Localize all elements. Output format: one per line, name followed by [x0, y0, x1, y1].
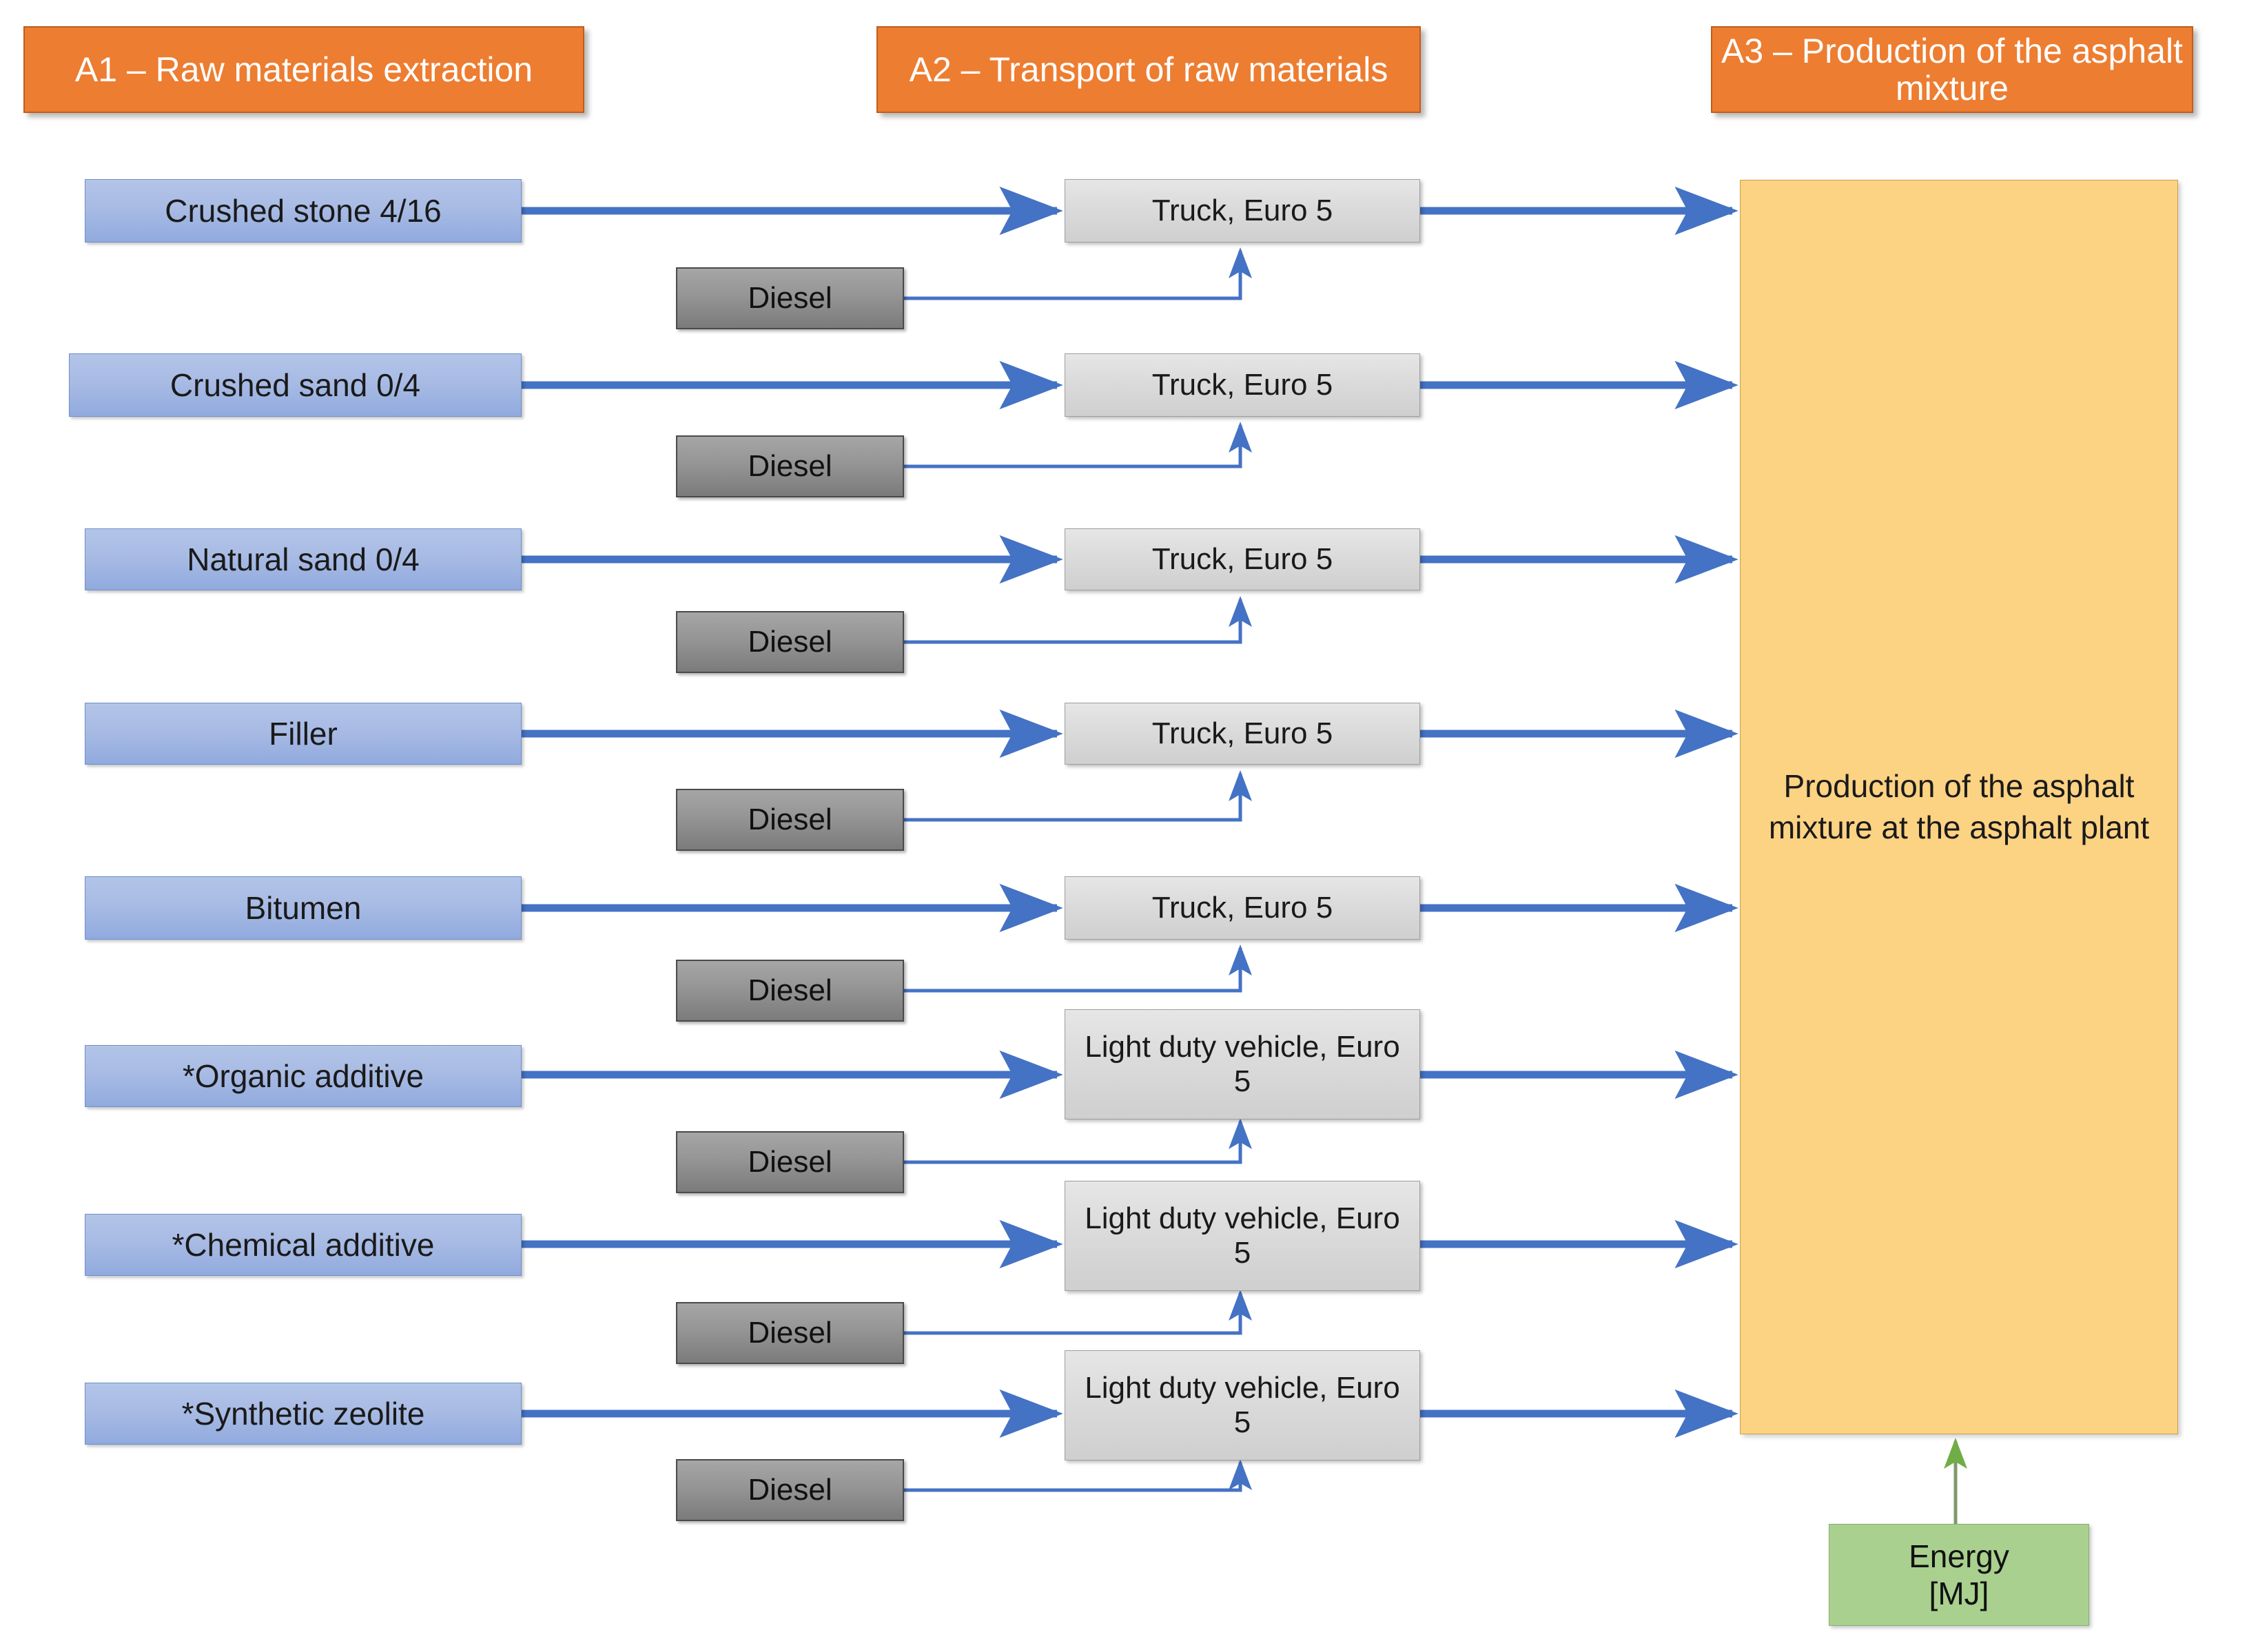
fuel-box[interactable]: Diesel: [676, 611, 904, 673]
material-box[interactable]: Bitumen: [85, 876, 522, 940]
fuel-label: Diesel: [748, 624, 832, 659]
stage-header-a1: A1 – Raw materials extraction: [23, 26, 584, 113]
fuel-label: Diesel: [748, 280, 832, 315]
fuel-box[interactable]: Diesel: [676, 1459, 904, 1521]
material-box[interactable]: Crushed stone 4/16: [85, 179, 522, 242]
vehicle-label: Truck, Euro 5: [1151, 890, 1333, 925]
vehicle-label: Light duty vehicle, Euro 5: [1085, 1201, 1400, 1270]
fuel-box[interactable]: Diesel: [676, 960, 904, 1022]
material-label: *Synthetic zeolite: [181, 1395, 425, 1432]
fuel-label: Diesel: [748, 802, 832, 836]
material-label: Crushed sand 0/4: [170, 366, 421, 403]
stage-header-a2-label: A2 – Transport of raw materials: [909, 50, 1388, 89]
fuel-label: Diesel: [748, 1315, 832, 1350]
fuel-label: Diesel: [748, 973, 832, 1007]
material-box[interactable]: *Synthetic zeolite: [85, 1383, 522, 1445]
material-box[interactable]: Filler: [85, 703, 522, 765]
energy-label-line2: [MJ]: [1929, 1576, 1989, 1611]
vehicle-box[interactable]: Truck, Euro 5: [1065, 876, 1420, 940]
material-box[interactable]: Natural sand 0/4: [85, 528, 522, 590]
production-label: Production of the asphalt mixture at the…: [1768, 767, 2150, 845]
material-label: *Chemical additive: [172, 1226, 435, 1263]
vehicle-box[interactable]: Light duty vehicle, Euro 5: [1065, 1181, 1420, 1291]
material-label: Filler: [269, 715, 338, 752]
fuel-box[interactable]: Diesel: [676, 1131, 904, 1193]
vehicle-label: Truck, Euro 5: [1151, 541, 1333, 576]
vehicle-box[interactable]: Truck, Euro 5: [1065, 353, 1420, 417]
energy-box[interactable]: Energy [MJ]: [1829, 1524, 2089, 1626]
fuel-box[interactable]: Diesel: [676, 789, 904, 851]
vehicle-box[interactable]: Light duty vehicle, Euro 5: [1065, 1350, 1420, 1460]
vehicle-label: Truck, Euro 5: [1151, 716, 1333, 750]
stage-header-a3-label: A3 – Production of the asphalt mixture: [1721, 32, 2183, 107]
vehicle-box[interactable]: Truck, Euro 5: [1065, 179, 1420, 242]
stage-header-a1-label: A1 – Raw materials extraction: [74, 50, 533, 89]
fuel-box[interactable]: Diesel: [676, 1302, 904, 1364]
production-box[interactable]: Production of the asphalt mixture at the…: [1740, 180, 2178, 1434]
material-label: Crushed stone 4/16: [165, 192, 442, 229]
vehicle-label: Truck, Euro 5: [1151, 367, 1333, 402]
vehicle-box[interactable]: Truck, Euro 5: [1065, 703, 1420, 765]
fuel-label: Diesel: [748, 1472, 832, 1507]
stage-header-a2: A2 – Transport of raw materials: [876, 26, 1421, 113]
vehicle-box[interactable]: Truck, Euro 5: [1065, 528, 1420, 590]
fuel-box[interactable]: Diesel: [676, 435, 904, 497]
fuel-label: Diesel: [748, 448, 832, 483]
material-label: Natural sand 0/4: [187, 541, 420, 577]
fuel-box[interactable]: Diesel: [676, 267, 904, 329]
vehicle-label: Light duty vehicle, Euro 5: [1085, 1370, 1400, 1439]
fuel-label: Diesel: [748, 1144, 832, 1179]
vehicle-label: Truck, Euro 5: [1151, 193, 1333, 227]
vehicle-box[interactable]: Light duty vehicle, Euro 5: [1065, 1009, 1420, 1119]
material-box[interactable]: Crushed sand 0/4: [69, 353, 522, 417]
material-box[interactable]: *Organic additive: [85, 1045, 522, 1107]
stage-header-a3: A3 – Production of the asphalt mixture: [1711, 26, 2193, 113]
vehicle-label: Light duty vehicle, Euro 5: [1085, 1029, 1400, 1098]
material-box[interactable]: *Chemical additive: [85, 1214, 522, 1276]
material-label: *Organic additive: [182, 1057, 424, 1094]
energy-label-line1: Energy: [1909, 1538, 2009, 1574]
material-label: Bitumen: [245, 889, 362, 926]
